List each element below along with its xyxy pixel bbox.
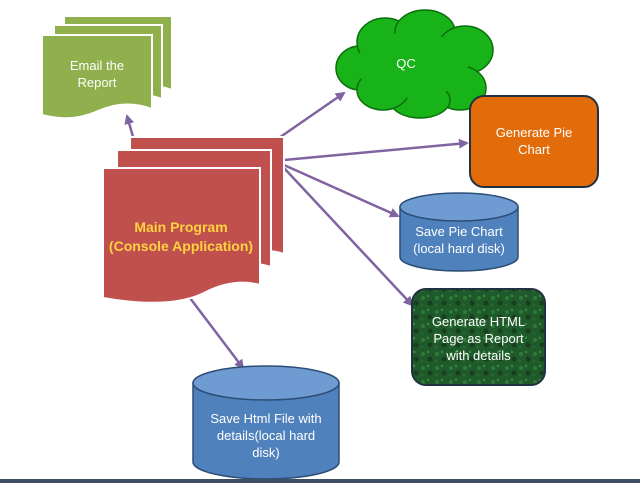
email-report-doc-stack — [41, 15, 173, 120]
arrow-to-qc — [275, 91, 346, 142]
connectors — [124, 91, 469, 370]
arrow-to-save-html-file — [189, 297, 245, 370]
arrow-to-save-pie-chart — [283, 163, 400, 218]
arrow-to-generate-html — [283, 167, 414, 307]
main-program-doc-stack — [102, 136, 285, 304]
bottom-border — [0, 479, 640, 483]
save-html-file-cylinder — [192, 365, 340, 480]
generate-pie-chart-box — [469, 95, 599, 188]
save-pie-chart-cylinder — [399, 192, 519, 272]
arrow-to-generate-pie-chart — [283, 138, 469, 162]
qc-cloud — [335, 9, 494, 119]
generate-html-box — [411, 288, 546, 386]
